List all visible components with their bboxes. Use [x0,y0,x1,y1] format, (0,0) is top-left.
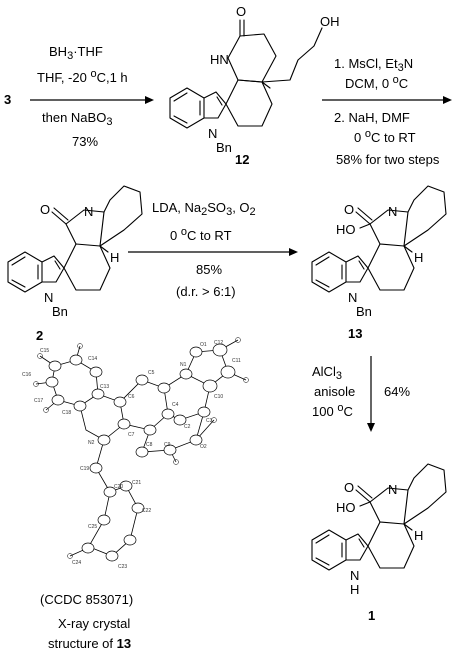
svg-text:O2: O2 [200,444,207,450]
svg-text:0 oC to RT: 0 oC to RT [170,226,232,243]
svg-text:DCM, 0 oC: DCM, 0 oC [345,74,408,91]
svg-text:OH: OH [320,14,340,29]
compound-12-structure: O HN OH N Bn [169,4,340,155]
svg-text:100 oC: 100 oC [312,402,353,419]
svg-text:AlCl3: AlCl3 [312,364,342,382]
svg-text:C9: C9 [164,442,171,448]
svg-text:Bn: Bn [216,140,232,155]
svg-text:C20: C20 [114,484,123,490]
compound-13-label: 13 [348,326,362,341]
step1-conditions: BH3·THF THF, -20 oC,1 h then NaBO3 73% [37,44,128,149]
svg-text:O1: O1 [200,342,207,348]
svg-text:C25: C25 [88,524,97,530]
svg-text:C4: C4 [172,402,179,408]
svg-text:C13: C13 [100,384,109,390]
svg-text:(d.r. > 6:1): (d.r. > 6:1) [176,284,236,299]
svg-text:C3: C3 [206,418,213,424]
svg-text:THF, -20 oC,1 h: THF, -20 oC,1 h [37,68,128,85]
svg-text:H: H [110,250,119,265]
step1-arrow [30,96,154,104]
step3-conditions: LDA, Na2SO3, O2 0 oC to RT 85% (d.r. > 6… [152,200,256,299]
svg-text:C22: C22 [142,508,151,514]
step4-conditions: AlCl3 anisole 100 oC 64% [312,364,410,419]
svg-text:O: O [40,202,50,217]
svg-text:N1: N1 [180,362,187,368]
svg-text:C8: C8 [146,442,153,448]
svg-text:C5: C5 [148,370,155,376]
svg-text:C19: C19 [80,466,89,472]
compound-3-label: 3 [4,92,11,107]
svg-text:Bn: Bn [356,304,372,319]
svg-text:HO: HO [336,500,356,515]
step3-arrow [128,248,298,256]
svg-text:85%: 85% [196,262,222,277]
svg-text:C21: C21 [132,480,141,486]
svg-text:N: N [348,290,357,305]
ccdc-number: (CCDC 853071) [40,592,133,607]
step2-arrow [322,96,452,104]
svg-text:HN: HN [210,52,229,67]
svg-text:N: N [208,126,217,141]
svg-text:0 oC to RT: 0 oC to RT [354,128,416,145]
xray-caption-line1: X-ray crystal [58,616,130,631]
compound-1-label: 1 [368,608,375,623]
compound-1-structure: O N HO H N H [311,463,447,597]
svg-text:HO: HO [336,222,356,237]
step2-conditions: 1. MsCl, Et3N DCM, 0 oC 2. NaH, DMF 0 oC… [334,56,440,167]
svg-text:C12: C12 [214,340,223,346]
svg-text:H: H [350,582,359,597]
svg-text:C6: C6 [128,394,135,400]
svg-text:anisole: anisole [314,384,355,399]
svg-text:C17: C17 [34,398,43,404]
svg-text:N: N [350,568,359,583]
svg-text:C14: C14 [88,356,97,362]
compound-2-label: 2 [36,328,43,343]
svg-text:C24: C24 [72,560,81,566]
svg-text:O: O [236,4,246,19]
compound-13-structure: O N HO H N Bn [311,185,447,319]
svg-text:then NaBO3: then NaBO3 [42,110,112,128]
svg-text:C23: C23 [118,564,127,570]
svg-text:C7: C7 [128,432,135,438]
svg-text:58% for two steps: 58% for two steps [336,152,440,167]
xray-ortep-drawing: C15 C16 C17 C14 C13 C18 C6 C5 N1 O1 C12 … [22,337,249,570]
svg-text:2. NaH, DMF: 2. NaH, DMF [334,110,410,125]
svg-text:C18: C18 [62,410,71,416]
svg-text:O: O [344,202,354,217]
svg-text:N2: N2 [88,440,95,446]
svg-text:LDA, Na2SO3, O2: LDA, Na2SO3, O2 [152,200,256,218]
svg-text:C10: C10 [214,394,223,400]
svg-text:N: N [388,482,397,497]
svg-text:C11: C11 [232,358,241,364]
svg-text:64%: 64% [384,384,410,399]
svg-text:H: H [414,528,423,543]
svg-text:N: N [44,290,53,305]
svg-text:1. MsCl, Et3N: 1. MsCl, Et3N [334,56,413,74]
svg-text:BH3·THF: BH3·THF [49,44,103,62]
svg-text:73%: 73% [72,134,98,149]
xray-caption-line2: structure of 13 [48,636,131,651]
svg-text:C2: C2 [184,424,191,430]
svg-text:N: N [388,204,397,219]
svg-text:C16: C16 [22,372,31,378]
svg-text:N: N [84,204,93,219]
svg-text:C15: C15 [40,348,49,354]
compound-2-structure: O N H N Bn [7,185,143,319]
compound-12-label: 12 [235,152,249,167]
step4-arrow [367,356,375,432]
svg-text:H: H [414,250,423,265]
svg-text:O: O [344,480,354,495]
svg-text:Bn: Bn [52,304,68,319]
